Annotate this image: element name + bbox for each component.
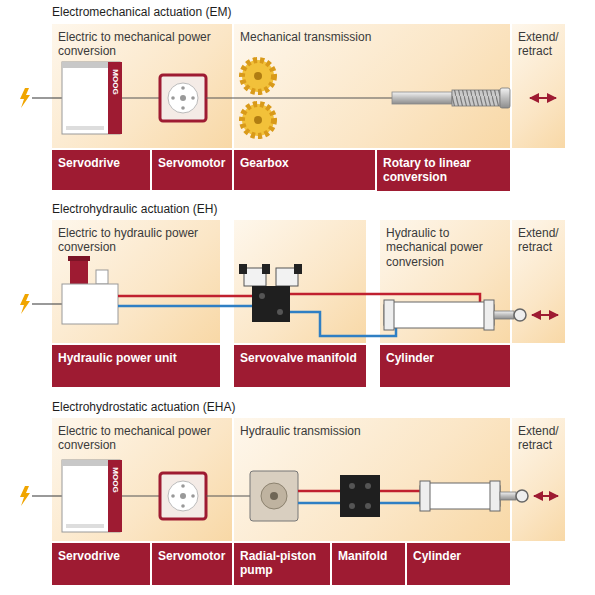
component-label-box: Radial-piston pump (234, 543, 330, 585)
section-title: Electrohydrostatic actuation (EHA) (52, 400, 235, 414)
component-name: Hydraulic power unit (58, 351, 214, 365)
component-label-box: Hydraulic power unit (52, 345, 220, 387)
stage-band: Extend/ retract (512, 418, 565, 541)
stage-heading: Extend/ retract (518, 226, 559, 255)
component-name: Servodrive (58, 549, 144, 563)
component-name: Gearbox (240, 156, 369, 170)
stage-band: Extend/ retract (512, 220, 565, 343)
stage-band: Mechanical transmission (234, 24, 510, 148)
component-name: Radial-piston pump (240, 549, 324, 578)
component-label-box: Servodrive (52, 150, 150, 190)
stage-heading: Extend/ retract (518, 30, 559, 59)
component-name: Servodrive (58, 156, 144, 170)
component-label-box: Manifold (332, 543, 405, 585)
component-label-box: Servomotor (152, 543, 232, 585)
stage-heading: Mechanical transmission (240, 30, 504, 44)
section-title: Electrohydraulic actuation (EH) (52, 202, 217, 216)
component-label-box: Servodrive (52, 543, 150, 585)
component-label-box: Gearbox (234, 150, 375, 190)
component-name: Cylinder (386, 351, 504, 365)
component-label-box: Servomotor (152, 150, 232, 190)
stage-heading: Extend/ retract (518, 424, 559, 453)
component-name: Servovalve manifold (240, 351, 360, 365)
component-name: Manifold (338, 549, 399, 563)
stage-heading: Electric to mechanical power conversion (58, 30, 226, 59)
component-name: Rotary to linear conversion (383, 156, 504, 185)
component-label-box: Cylinder (380, 345, 510, 387)
stage-heading: Hydraulic to mechanical power conversion (386, 226, 504, 269)
brand-logo: MOOG (110, 465, 120, 495)
component-label-box: Rotary to linear conversion (377, 150, 510, 191)
section-title: Electromechanical actuation (EM) (52, 5, 231, 19)
component-label-box: Servovalve manifold (234, 345, 366, 387)
stage-heading: Electric to mechanical power conversion (58, 424, 226, 453)
stage-heading: Electric to hydraulic power conversion (58, 226, 214, 255)
stage-band: Extend/ retract (512, 24, 565, 148)
component-label-box: Cylinder (407, 543, 510, 585)
component-name: Servomotor (158, 156, 226, 170)
brand-logo: MOOG (110, 67, 120, 97)
component-name: Cylinder (413, 549, 504, 563)
component-name: Servomotor (158, 549, 226, 563)
stage-heading: Hydraulic transmission (240, 424, 504, 438)
